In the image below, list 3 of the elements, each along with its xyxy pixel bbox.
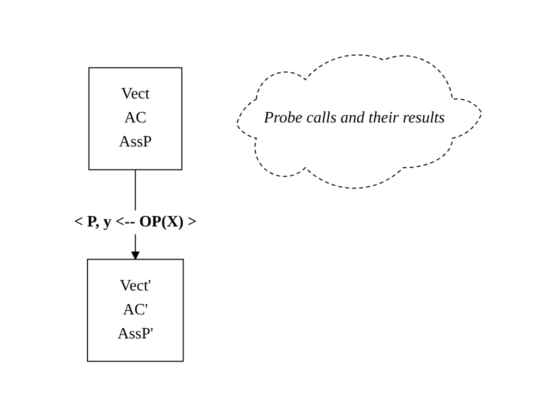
node-box: Vect AC AssP: [88, 68, 182, 171]
node-box: Vect' AC' AssP': [87, 259, 184, 362]
edge-label: < P, y <-- OP(X) >: [74, 214, 197, 231]
